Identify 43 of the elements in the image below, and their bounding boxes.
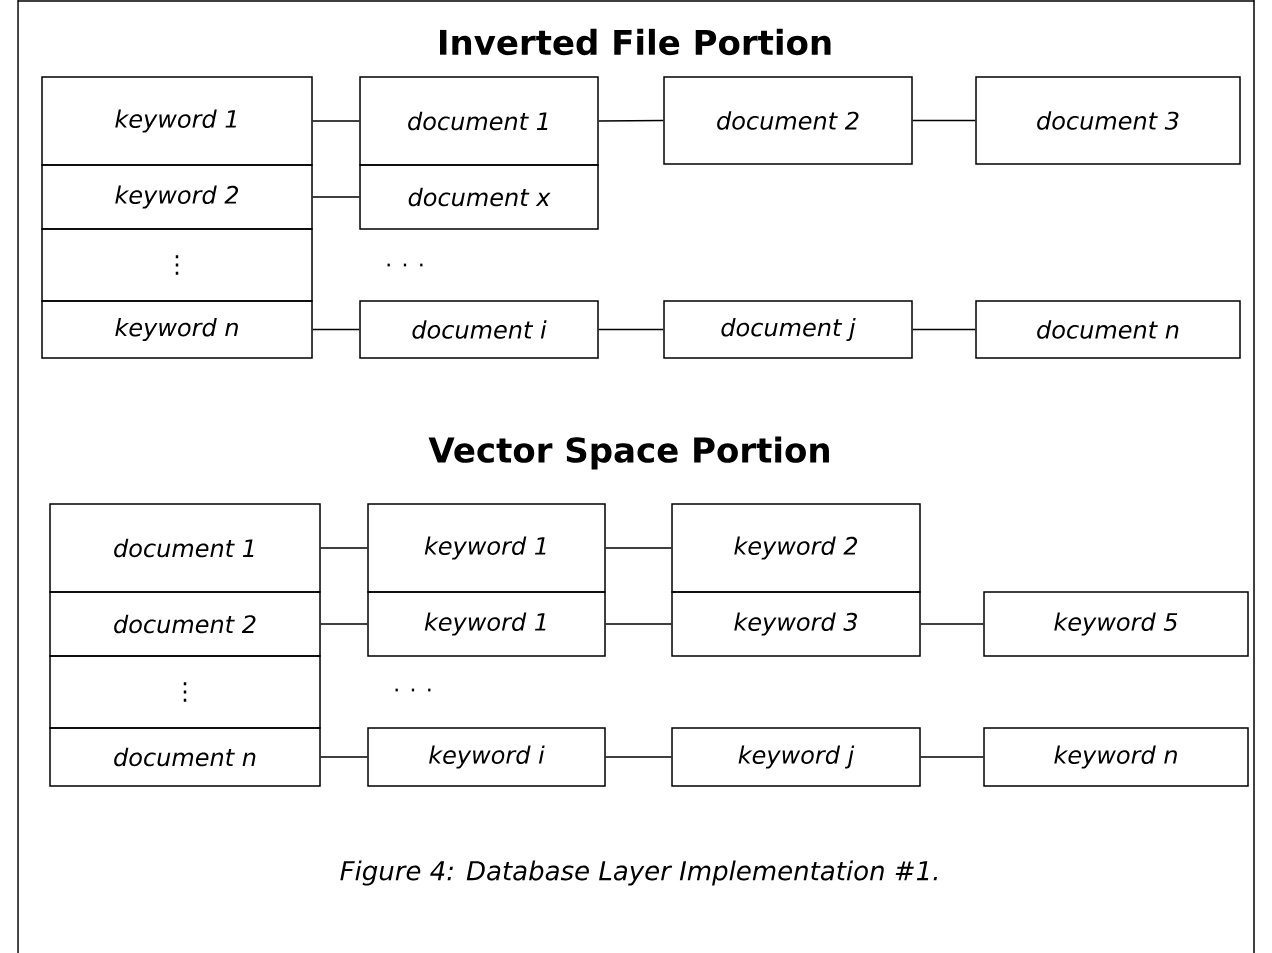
table-cell: document j xyxy=(663,300,913,359)
connector-line xyxy=(912,328,976,331)
table-cell: document 2 xyxy=(49,591,321,657)
connector-line xyxy=(312,120,360,122)
section-heading: Vector Space Portion xyxy=(428,436,829,470)
connector-line xyxy=(320,756,368,758)
connector-line xyxy=(598,328,664,331)
connector-line xyxy=(320,623,368,625)
connector-line xyxy=(912,119,976,122)
connector-line xyxy=(920,623,984,625)
connector-line xyxy=(920,756,984,758)
figure-caption: Figure 4: Database Layer Implementation #1. xyxy=(340,860,937,886)
table-cell: document n xyxy=(975,300,1241,359)
table-cell: document 1 xyxy=(359,76,599,166)
connector-line xyxy=(605,547,672,549)
table-cell: keyword n xyxy=(41,300,313,359)
connector-line xyxy=(320,547,368,549)
table-cell: keyword 2 xyxy=(41,164,313,230)
table-cell: ⋮ xyxy=(41,228,313,302)
connector-line xyxy=(605,756,672,758)
connector-line xyxy=(598,119,664,122)
table-cell: document x xyxy=(359,164,599,230)
table-cell: keyword i xyxy=(367,727,606,787)
connector-line xyxy=(312,196,360,198)
table-cell: keyword 5 xyxy=(983,591,1249,657)
table-cell: keyword 3 xyxy=(671,591,921,657)
table-cell: keyword j xyxy=(671,727,921,787)
table-cell: keyword n xyxy=(983,727,1249,787)
table-cell: document 3 xyxy=(975,76,1241,165)
table-cell: keyword 1 xyxy=(367,591,606,657)
table-cell: keyword 1 xyxy=(367,503,606,593)
connector-line xyxy=(312,328,360,331)
table-cell: document n xyxy=(49,727,321,787)
table-cell: document 2 xyxy=(663,76,913,165)
section-heading: Inverted File Portion xyxy=(440,28,831,56)
table-cell: keyword 1 xyxy=(41,76,313,166)
connector-line xyxy=(605,623,672,625)
table-cell: keyword 2 xyxy=(671,503,921,593)
ellipsis: . . . xyxy=(387,263,423,267)
table-cell: document i xyxy=(359,300,599,359)
table-cell: ⋮ xyxy=(49,655,321,729)
table-cell: document 1 xyxy=(49,503,321,593)
ellipsis: . . . xyxy=(395,688,431,692)
